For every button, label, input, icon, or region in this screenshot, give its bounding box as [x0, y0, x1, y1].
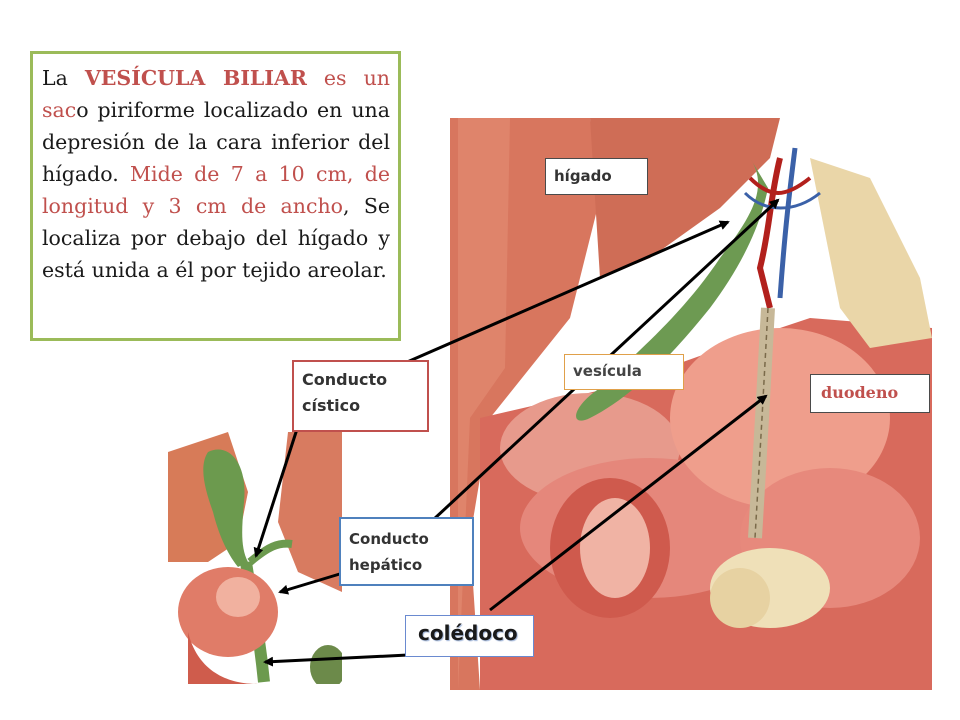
label-conducto-cistico: Conducto cístico	[292, 360, 429, 432]
intro-size-text: Mide de 7 a 10 cm, de longitud y 3 cm de…	[42, 162, 390, 218]
label-conducto-hepatico-line2: hepático	[349, 556, 423, 574]
intro-title-vesicula-biliar: VESÍCULA BILIAR	[84, 66, 307, 90]
label-conducto-cistico-line1: Conducto	[302, 370, 388, 389]
intro-text-box: La VESÍCULA BILIAR es un saco piriforme …	[30, 51, 401, 341]
intro-text-5: , Se localiza por debajo del hígado y es…	[42, 194, 390, 282]
label-duodeno: duodeno	[810, 374, 930, 413]
label-coledoco-text: colédoco	[418, 621, 518, 645]
intro-text-3: sac	[42, 98, 77, 122]
label-higado-text: hígado	[554, 167, 612, 185]
label-conducto-hepatico: Conducto hepático	[339, 517, 474, 586]
intro-text-2: es un	[306, 66, 391, 90]
biliary-ducts-inset-illustration	[168, 432, 342, 684]
label-vesicula-text: vesícula	[573, 362, 642, 380]
label-higado: hígado	[545, 158, 648, 195]
label-conducto-cistico-line2: cístico	[302, 396, 361, 415]
intro-text-4: o piriforme localizado en una depresión …	[42, 98, 390, 186]
label-vesicula: vesícula	[564, 354, 684, 390]
label-duodeno-text: duodeno	[821, 383, 899, 402]
label-coledoco: colédoco	[405, 615, 534, 657]
label-conducto-hepatico-line1: Conducto	[349, 530, 429, 548]
intro-text-1: La	[42, 66, 85, 90]
